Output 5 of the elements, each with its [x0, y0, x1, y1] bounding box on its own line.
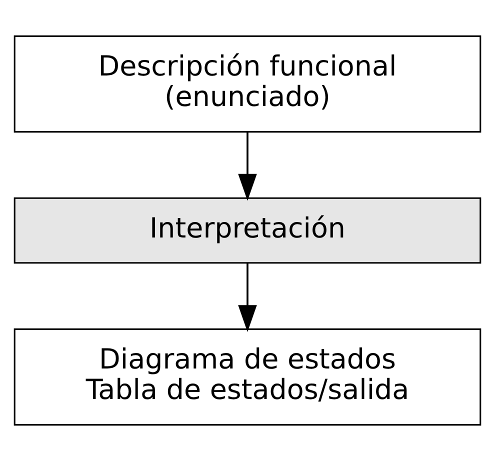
- node-box: Interpretación: [14, 196, 482, 264]
- node-box: Diagrama de estados Tabla de estados/salida: [14, 328, 482, 426]
- arrow: [238, 132, 257, 200]
- arrow: [238, 262, 257, 332]
- node-box: Descripción funcional (enunciado): [14, 34, 482, 132]
